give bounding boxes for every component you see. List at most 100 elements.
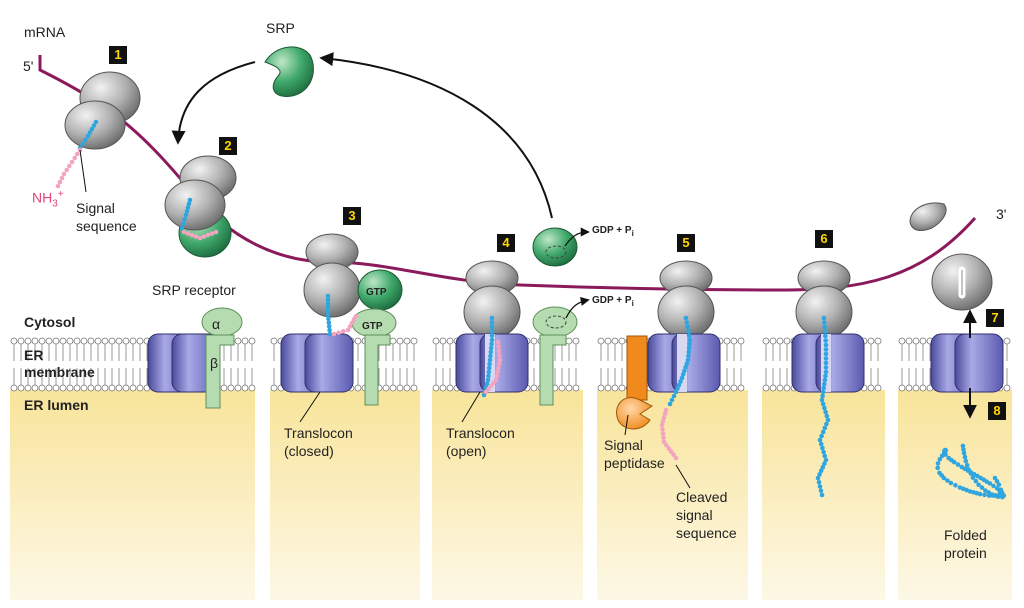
residue-bead	[823, 333, 828, 339]
residue-bead	[671, 393, 677, 399]
residue-bead	[676, 382, 682, 388]
step-badge-8: 8	[988, 402, 1006, 420]
residue-bead	[963, 458, 969, 464]
residue-bead	[823, 338, 828, 343]
residue-bead	[486, 373, 491, 379]
residue-bead	[494, 373, 500, 379]
residue-bead	[187, 197, 193, 203]
residue-bead	[325, 308, 331, 314]
residue-bead	[488, 353, 493, 359]
translocon-open-label-2: (open)	[446, 443, 487, 459]
srp-binding-arrow	[171, 61, 256, 145]
lipid-head	[762, 337, 770, 345]
residue-bead	[953, 483, 958, 488]
leader-signal	[79, 149, 87, 193]
lipid-head	[618, 337, 626, 345]
lipid-head	[45, 337, 53, 345]
lipid-head	[241, 337, 249, 345]
lipid-head	[270, 384, 278, 392]
folded-protein	[935, 443, 1007, 500]
lipid-head	[403, 384, 411, 392]
lipid-head	[66, 337, 74, 345]
residue-bead	[823, 356, 829, 361]
lipid-head	[1003, 337, 1011, 345]
residue-bead	[820, 401, 826, 407]
lipid-head	[354, 337, 362, 345]
residue-bead	[675, 386, 680, 391]
residue-bead	[986, 490, 992, 495]
leader-peptidase	[624, 414, 629, 436]
residue-bead	[822, 461, 827, 466]
residue-bead	[495, 369, 500, 375]
nascent-chain-step2	[179, 197, 193, 231]
residue-bead	[686, 345, 692, 351]
lipid-head	[115, 384, 123, 392]
lipid-head	[432, 337, 440, 345]
nascent-chain-step5	[667, 315, 693, 407]
lipid-head	[389, 337, 397, 345]
gdp-pi-label-1: GDP + Pi	[592, 225, 634, 238]
residue-bead	[185, 231, 191, 236]
lipid-head	[558, 384, 566, 392]
residue-bead	[679, 375, 685, 381]
residue-bead	[983, 488, 988, 493]
ribosome-step6	[795, 260, 853, 339]
lipid-head	[611, 337, 619, 345]
residue-bead	[823, 360, 829, 366]
residue-bead	[663, 407, 669, 413]
residue-bead	[496, 361, 502, 367]
lipid-head	[783, 337, 791, 345]
residue-bead	[683, 315, 689, 321]
residue-bead	[960, 443, 966, 449]
residue-bead	[83, 137, 88, 143]
residue-bead	[823, 369, 829, 375]
lipid-head	[919, 337, 927, 345]
lipid-head	[530, 337, 538, 345]
lipid-head	[382, 384, 390, 392]
residue-bead	[213, 229, 219, 235]
lipid-head	[776, 384, 784, 392]
residue-bead	[57, 179, 63, 185]
srp-receptor	[201, 307, 243, 409]
lipid-head	[24, 384, 32, 392]
lipid-head	[867, 384, 875, 392]
lipid-head	[1003, 384, 1011, 392]
residue-bead	[970, 475, 976, 480]
residue-bead	[485, 377, 491, 383]
residue-bead	[327, 327, 332, 333]
lipid-head	[73, 337, 81, 345]
residue-bead	[209, 231, 215, 236]
lipid-head	[270, 337, 278, 345]
lipid-head	[38, 384, 46, 392]
residue-bead	[945, 478, 950, 483]
lipid-head	[10, 337, 18, 345]
lipid-head	[597, 337, 605, 345]
lipid-head	[248, 384, 256, 392]
residue-bead	[825, 417, 831, 423]
lipid-head	[867, 337, 875, 345]
residue-bead	[345, 327, 351, 333]
lipid-head	[769, 384, 777, 392]
gdp-pi-label-2: GDP + Pi	[592, 295, 634, 308]
lipid-head	[762, 384, 770, 392]
lipid-head	[898, 384, 906, 392]
signal-sequence-step1	[55, 147, 83, 189]
residue-bead	[817, 437, 823, 443]
residue-bead	[982, 492, 987, 498]
er-membrane-label-1: ER	[24, 347, 44, 363]
step-badge-6: 6	[815, 230, 833, 248]
mrna-strand	[38, 55, 977, 292]
srp-receptor-label: SRP receptor	[152, 282, 236, 298]
residue-bead	[685, 324, 690, 330]
lipid-head	[905, 337, 913, 345]
lipid-head	[898, 337, 906, 345]
srp-release-arrow	[319, 52, 553, 219]
residue-bead	[489, 341, 494, 347]
residue-bead	[823, 457, 829, 463]
lipid-head	[919, 384, 927, 392]
translocon-closed-label-1: Translocon	[284, 425, 353, 441]
srp-label: SRP	[266, 20, 295, 36]
residue-bead	[325, 305, 331, 310]
lipid-head	[59, 384, 67, 392]
lipid-head	[572, 337, 580, 345]
